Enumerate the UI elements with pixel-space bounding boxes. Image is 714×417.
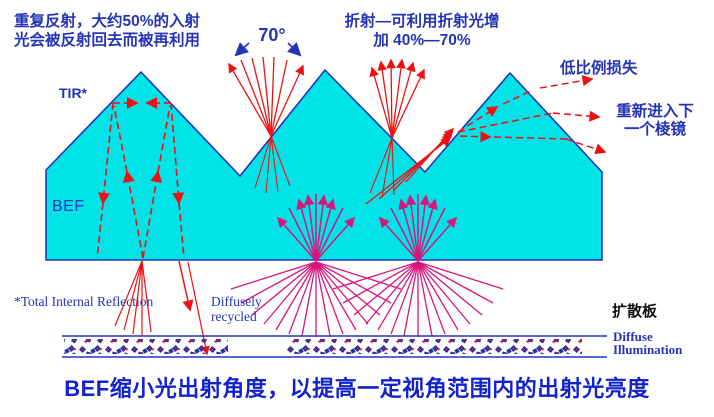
angle-label: 70°	[258, 25, 286, 45]
slide-title: BEF缩小光出射角度，以提高一定视角范围内的出射光亮度	[64, 376, 650, 401]
angle-span-arrows	[234, 42, 302, 57]
bef-label: BEF	[52, 198, 85, 215]
diffusely-recycled-label: Diffusely recycled	[211, 294, 262, 324]
refract-note: 折射—可利用折射光增 加 40%—70%	[344, 13, 500, 49]
incident-bundle-third-prism	[365, 127, 454, 205]
diffuser-plate-label: 扩散板	[612, 304, 658, 320]
diffuse-illumination-label: Diffuse Illumination	[613, 329, 683, 357]
diffuser-particles-left	[64, 339, 228, 354]
diffuse-fan-2	[332, 194, 504, 337]
recycled-exit-rays	[114, 260, 210, 356]
tir-label: TIR*	[59, 85, 87, 101]
refracted-fan-left	[228, 56, 304, 194]
tir-dashed-rays	[96, 97, 185, 259]
low-loss-label: 低比例损失	[560, 60, 638, 77]
diffuse-fan-1	[230, 194, 402, 337]
diffuser-particles-right	[286, 339, 582, 354]
reenter-label: 重新进入下 一个棱镜	[616, 103, 694, 138]
tir-footnote: *Total Internal Reflection	[14, 294, 154, 309]
recycle-note: 重复反射，大约50%的入射 光会被反射回去而被再利用	[14, 13, 201, 49]
bef-film-shape	[45, 69, 603, 261]
diffuser-plate	[62, 335, 607, 358]
escape-dashed-rays	[457, 75, 607, 155]
